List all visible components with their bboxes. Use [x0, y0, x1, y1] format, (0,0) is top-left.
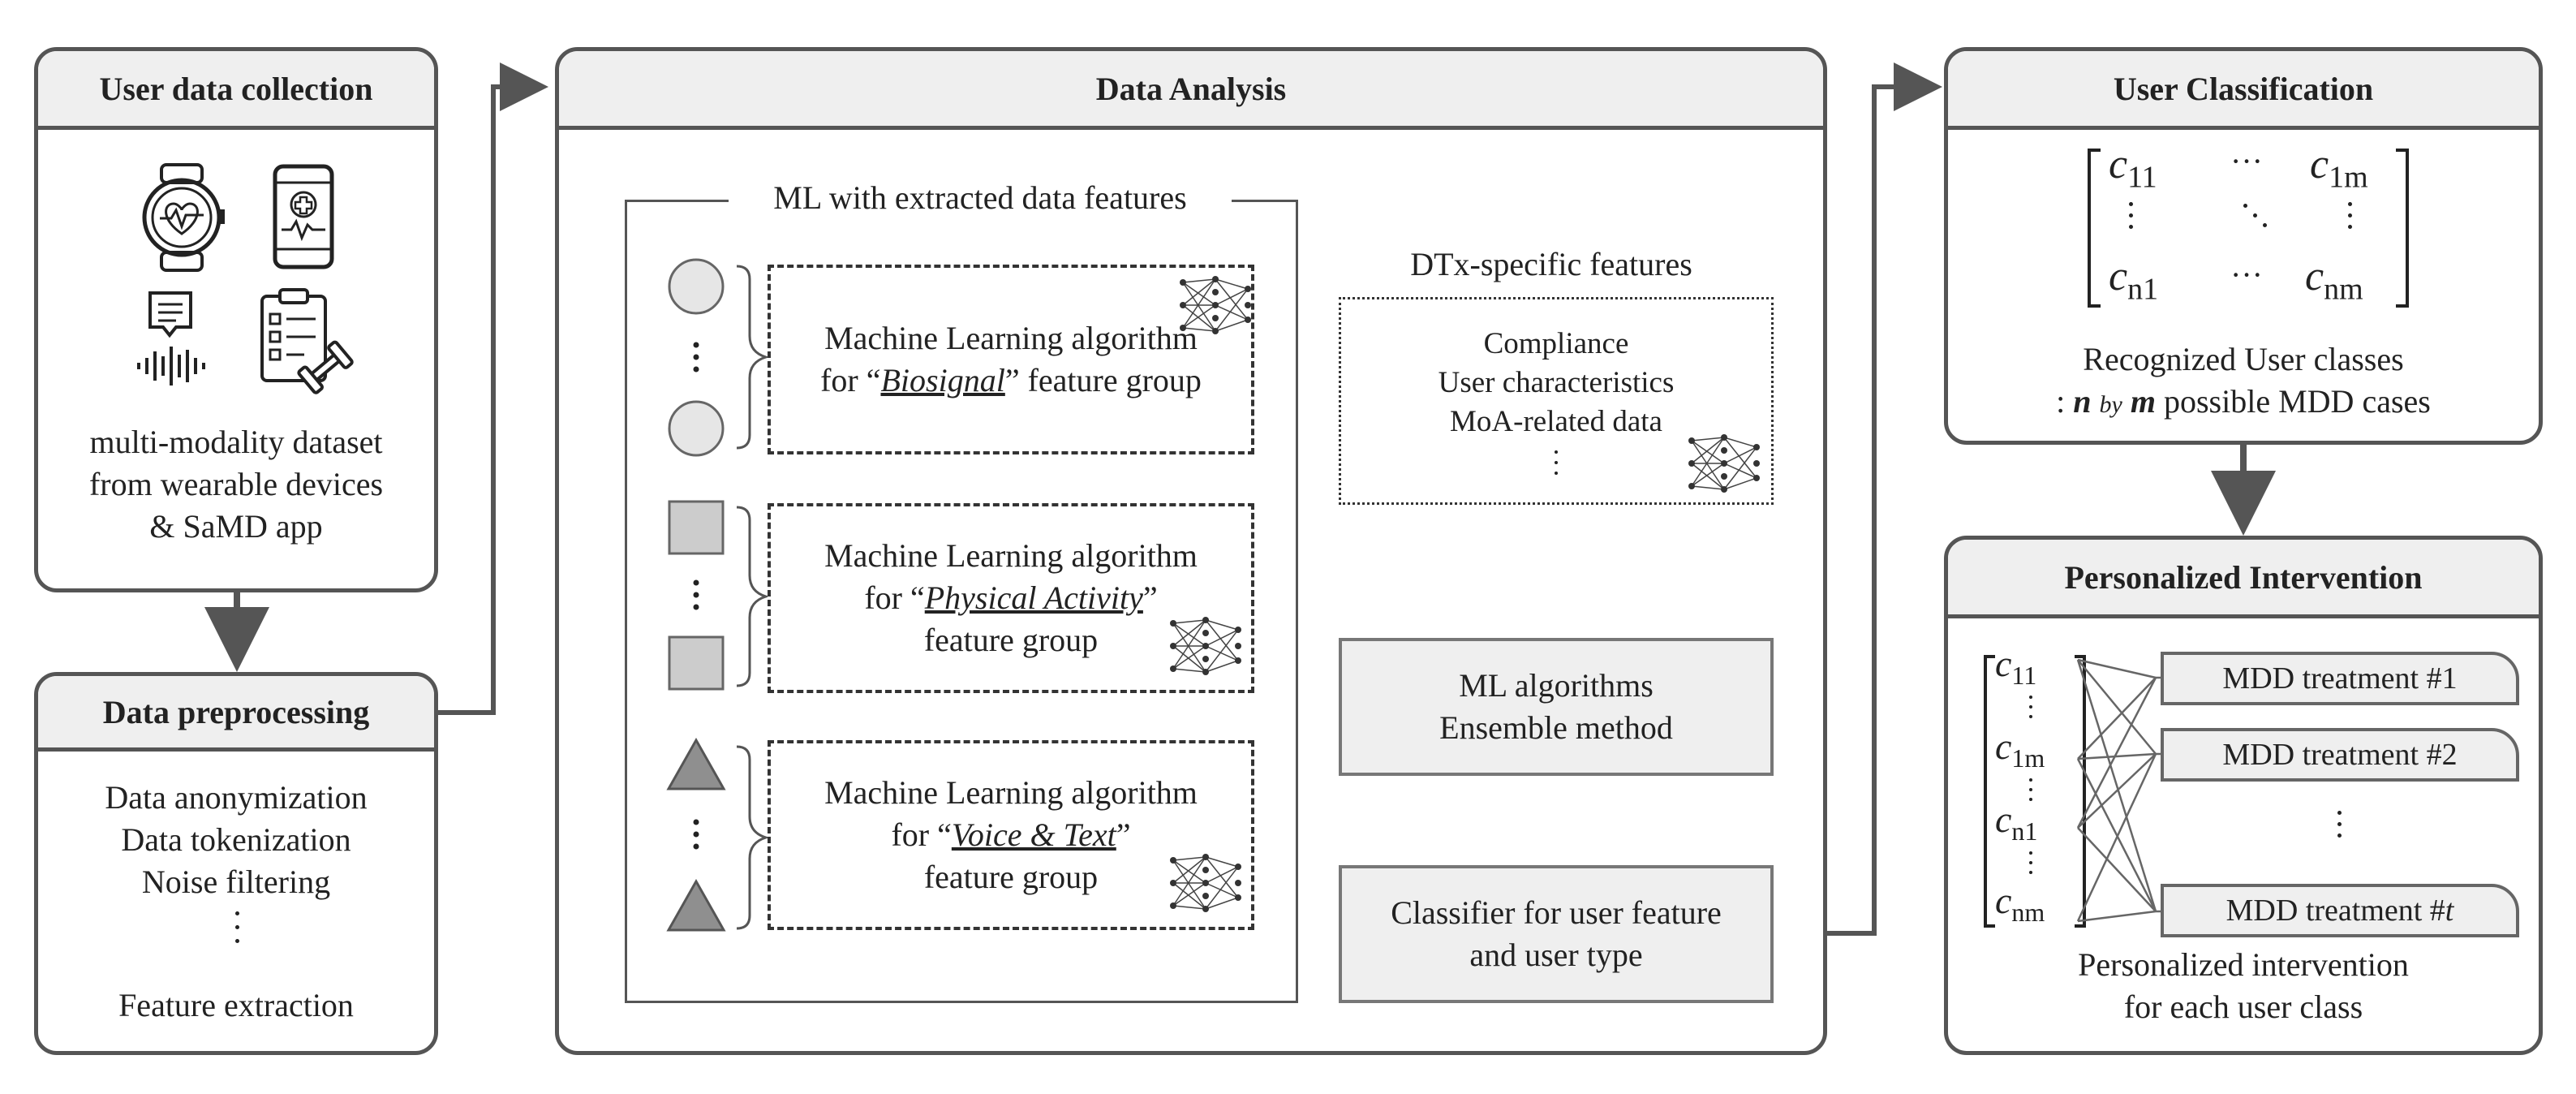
ml-activity-line-3: feature group	[923, 622, 1099, 658]
ml-biosignal-box: Machine Learning algorithm for “Biosigna…	[768, 265, 1254, 454]
matrix-vdots-left	[2127, 202, 2135, 229]
matrix-hdots-top: ···	[2230, 143, 2263, 179]
voice-triangle-top	[666, 737, 726, 790]
matrix-cnm: cnm	[2305, 253, 2363, 307]
classifier-box: Classifier for user feature and user typ…	[1339, 865, 1774, 1003]
biosignal-circle-top	[668, 258, 725, 315]
personalized-intervention-panel: Personalized Intervention c11 c1m cn1 cn…	[1944, 536, 2543, 1055]
neural-network-icon	[1180, 276, 1251, 334]
ensemble-line-1: ML algorithms	[1459, 667, 1654, 704]
user-data-collection-panel: User data collection	[34, 47, 438, 592]
data-preprocessing-title: Data preprocessing	[38, 676, 434, 752]
activity-square-top	[668, 500, 725, 555]
ml-biosignal-line-1: Machine Learning algorithm	[824, 320, 1198, 356]
matrix-c11: c11	[2109, 141, 2157, 195]
smartwatch-heart-icon	[142, 163, 225, 272]
collection-desc-line-3: & SaMD app	[149, 508, 323, 545]
vector-vdots-1	[2028, 696, 2034, 718]
user-data-collection-title: User data collection	[38, 51, 434, 130]
dtx-ellipsis	[1554, 450, 1559, 475]
classification-matrix-brackets	[2088, 149, 2409, 308]
vector-vdots-2	[2028, 778, 2034, 801]
ml-activity-line-2: for “Physical Activity”	[864, 579, 1158, 616]
matrix-ddots	[2240, 202, 2273, 235]
voice-triangle-bottom	[666, 878, 726, 932]
dtx-item-compliance: Compliance	[1483, 327, 1629, 360]
ensemble-line-2: Ensemble method	[1439, 709, 1673, 746]
classification-desc-2: : n by m possible MDD cases	[2056, 383, 2431, 420]
dtx-features-title: DTx-specific features	[1410, 246, 1692, 282]
preprocessing-ellipsis	[231, 911, 243, 943]
matrix-hdots-bottom: ···	[2230, 256, 2263, 293]
ml-voice-line-1: Machine Learning algorithm	[824, 774, 1198, 811]
ml-voice-line-3: feature group	[923, 859, 1099, 895]
ml-activity-box: Machine Learning algorithm for “Physical…	[768, 503, 1254, 693]
neural-network-icon	[1170, 854, 1241, 912]
dtx-features-box: Compliance User characteristics MoA-rela…	[1339, 297, 1774, 505]
voice-message-icon	[137, 291, 205, 385]
data-preprocessing-panel: Data preprocessing Data anonymization Da…	[34, 672, 438, 1055]
treatment-1: MDD treatment #1	[2161, 652, 2519, 705]
preprocessing-step-3: Noise filtering	[141, 864, 331, 900]
classification-desc-1: Recognized User classes	[2083, 341, 2404, 377]
collection-desc-line-2: from wearable devices	[88, 466, 384, 502]
neural-network-icon	[1170, 617, 1241, 675]
personalized-intervention-title: Personalized Intervention	[1948, 540, 2539, 618]
collection-desc-line-1: multi-modality dataset	[89, 424, 383, 460]
intervention-vector-brackets	[1984, 655, 2086, 928]
activity-group-name: Physical Activity	[924, 579, 1143, 616]
vector-c11: c11	[1995, 643, 2037, 691]
vector-vdots-3	[2028, 851, 2034, 874]
ensemble-box: ML algorithms Ensemble method	[1339, 638, 1774, 776]
vector-c1m: c1m	[1995, 726, 2045, 773]
intervention-desc-1: Personalized intervention	[2078, 946, 2409, 983]
vector-cnm: cnm	[1995, 880, 2045, 928]
matrix-vdots-right	[2346, 202, 2354, 229]
vector-cn1: cn1	[1995, 799, 2038, 846]
voice-group-name: Voice & Text	[951, 816, 1116, 853]
classifier-line-2: and user type	[1469, 937, 1643, 973]
checklist-fitness-icon	[260, 288, 354, 394]
dtx-item-user-characteristics: User characteristics	[1438, 366, 1675, 399]
dtx-item-moa-data: MoA-related data	[1450, 405, 1662, 438]
matrix-c1m: c1m	[2310, 141, 2368, 195]
ml-activity-line-1: Machine Learning algorithm	[824, 537, 1198, 574]
preprocessing-step-2: Data tokenization	[121, 821, 351, 858]
matrix-cn1: cn1	[2109, 253, 2159, 307]
preprocessing-step-1: Data anonymization	[105, 779, 368, 816]
ml-group-title: ML with extracted data features	[729, 175, 1232, 221]
user-classification-title: User Classification	[1948, 51, 2539, 130]
ml-biosignal-line-2: for “Biosignal” feature group	[820, 362, 1202, 398]
preprocessing-step-4: Feature extraction	[118, 987, 354, 1023]
activity-square-bottom	[668, 635, 725, 691]
intervention-desc-2: for each user class	[2123, 988, 2363, 1025]
phone-health-icon	[273, 164, 334, 269]
treatment-t: MDD treatment #t	[2161, 884, 2519, 937]
biosignal-circle-bottom	[668, 400, 725, 457]
user-classification-panel: User Classification c11 ··· c1m cn1 ··· …	[1944, 47, 2543, 445]
classifier-line-1: Classifier for user feature	[1391, 894, 1722, 931]
ml-voice-line-2: for “Voice & Text”	[891, 816, 1131, 853]
treatment-ellipsis	[2336, 811, 2342, 838]
neural-network-icon	[1688, 434, 1760, 493]
feature-shapes	[666, 258, 771, 932]
data-analysis-title: Data Analysis	[559, 51, 1823, 130]
biosignal-group-name: Biosignal	[880, 362, 1005, 398]
treatment-2: MDD treatment #2	[2161, 728, 2519, 782]
ml-voice-text-box: Machine Learning algorithm for “Voice & …	[768, 740, 1254, 930]
arrow-preprocessing-to-analysis	[438, 62, 548, 715]
